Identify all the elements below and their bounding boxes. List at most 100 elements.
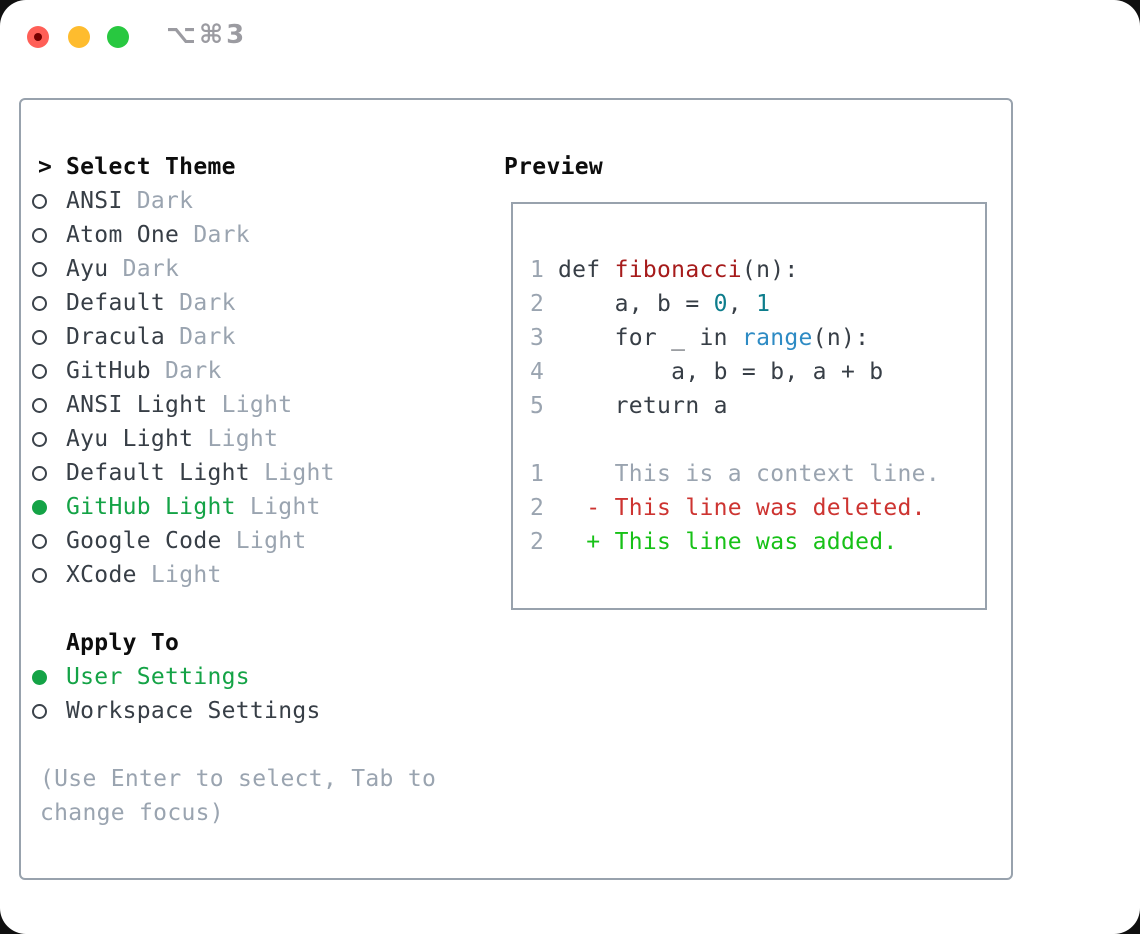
apply-option-user-settings[interactable]: User Settings [32, 660, 436, 694]
radio-marker [32, 227, 66, 243]
radio-icon [32, 533, 47, 549]
option-label: GitHub Light [66, 494, 236, 520]
hint-line: (Use Enter to select, Tab to [40, 766, 437, 792]
radio-marker [32, 533, 66, 549]
radio-icon [32, 363, 47, 379]
code-token-func: fibonacci [614, 257, 742, 283]
option-variant-label: Dark [165, 324, 236, 350]
radio-marker [32, 499, 66, 515]
radio-icon [32, 703, 47, 719]
code-line-5: 5 return a [530, 389, 985, 423]
option-label: ANSI [66, 188, 123, 214]
option-variant-label: Light [136, 562, 222, 588]
option-label: XCode [66, 562, 137, 588]
code-token-added: + This line was added. [558, 529, 898, 555]
header-marker: > [32, 154, 66, 180]
theme-option-ansi-light[interactable]: ANSI Light Light [32, 388, 436, 422]
option-variant-label: Dark [108, 256, 180, 282]
radio-marker [32, 703, 66, 719]
option-label: Default Light [66, 460, 250, 486]
radio-marker [32, 465, 66, 481]
code-token-context: This is a context line. [558, 461, 940, 487]
radio-icon [32, 329, 47, 345]
radio-selected-icon [32, 499, 47, 515]
line-number: 4 [530, 359, 545, 385]
radio-icon [32, 397, 47, 413]
theme-option-github-light[interactable]: GitHub Light Light [32, 490, 436, 524]
radio-marker [32, 567, 66, 583]
theme-option-ansi[interactable]: ANSI Dark [32, 184, 436, 218]
diff-deleted-line: 2 - This line was deleted. [530, 491, 985, 525]
option-label: Default [66, 290, 166, 316]
code-token-plain: , [727, 291, 757, 317]
minimize-button[interactable] [68, 26, 90, 48]
caret-icon: > [38, 154, 53, 180]
code-token-plain: a, b = b, a + b [558, 359, 884, 385]
close-modified-dot-icon [34, 33, 42, 41]
line-number: 2 [530, 291, 545, 317]
radio-marker [32, 669, 66, 685]
option-variant-label: Light [235, 494, 321, 520]
select-theme-header: > Select Theme [32, 150, 436, 184]
option-variant-label: Light [249, 460, 335, 486]
theme-option-google-code[interactable]: Google Code Light [32, 524, 436, 558]
radio-marker [32, 397, 66, 413]
radio-marker [32, 193, 66, 209]
option-label: Ayu Light [66, 426, 194, 452]
code-token-plain: (n): [741, 257, 799, 283]
line-number: 2 [530, 495, 545, 521]
option-label: User Settings [66, 664, 250, 690]
theme-option-dracula[interactable]: Dracula Dark [32, 320, 436, 354]
theme-option-atom-one[interactable]: Atom One Dark [32, 218, 436, 252]
theme-option-xcode[interactable]: XCode Light [32, 558, 436, 592]
option-variant-label: Light [207, 392, 293, 418]
line-number: 3 [530, 325, 545, 351]
code-token-plain: for _ in [558, 325, 742, 351]
option-label: Atom One [66, 222, 180, 248]
hint-text: (Use Enter to select, Tab to change focus… [40, 762, 436, 830]
select-theme-label: Select Theme [66, 154, 236, 180]
apply-option-workspace-settings[interactable]: Workspace Settings [32, 694, 436, 728]
radio-marker [32, 363, 66, 379]
option-variant-label: Light [221, 528, 307, 554]
theme-option-github[interactable]: GitHub Dark [32, 354, 436, 388]
radio-icon [32, 465, 47, 481]
theme-option-ayu-light[interactable]: Ayu Light Light [32, 422, 436, 456]
close-button[interactable] [27, 26, 49, 48]
radio-selected-icon [32, 669, 47, 685]
radio-icon [32, 193, 47, 209]
option-label: Ayu [66, 256, 109, 282]
option-variant-label: Dark [122, 188, 194, 214]
radio-icon [32, 261, 47, 277]
option-label: Google Code [66, 528, 222, 554]
apply-to-header: Apply To [32, 626, 436, 660]
theme-option-default-light[interactable]: Default Light Light [32, 456, 436, 490]
diff-context-line: 1 This is a context line. [530, 457, 985, 491]
code-token-num: 0 [713, 291, 728, 317]
code-token-num: 1 [756, 291, 771, 317]
code-token-deleted: - This line was deleted. [558, 495, 926, 521]
option-label: ANSI Light [66, 392, 208, 418]
code-token-plain: (n): [812, 325, 870, 351]
option-variant-label: Dark [179, 222, 250, 248]
theme-option-default[interactable]: Default Dark [32, 286, 436, 320]
code-line-2: 2 a, b = 0, 1 [530, 287, 985, 321]
preview-title: Preview [504, 154, 604, 180]
line-number: 2 [530, 529, 545, 555]
code-token-plain: def [558, 257, 615, 283]
zoom-button[interactable] [107, 26, 129, 48]
option-variant-label: Dark [150, 358, 222, 384]
diff-added-line: 2 + This line was added. [530, 525, 985, 559]
option-label: Dracula [66, 324, 166, 350]
theme-option-ayu[interactable]: Ayu Dark [32, 252, 436, 286]
option-label: GitHub [66, 358, 151, 384]
hint-line: change focus) [40, 800, 224, 826]
line-number: 5 [530, 393, 545, 419]
radio-marker [32, 329, 66, 345]
code-line-3: 3 for _ in range(n): [530, 321, 985, 355]
